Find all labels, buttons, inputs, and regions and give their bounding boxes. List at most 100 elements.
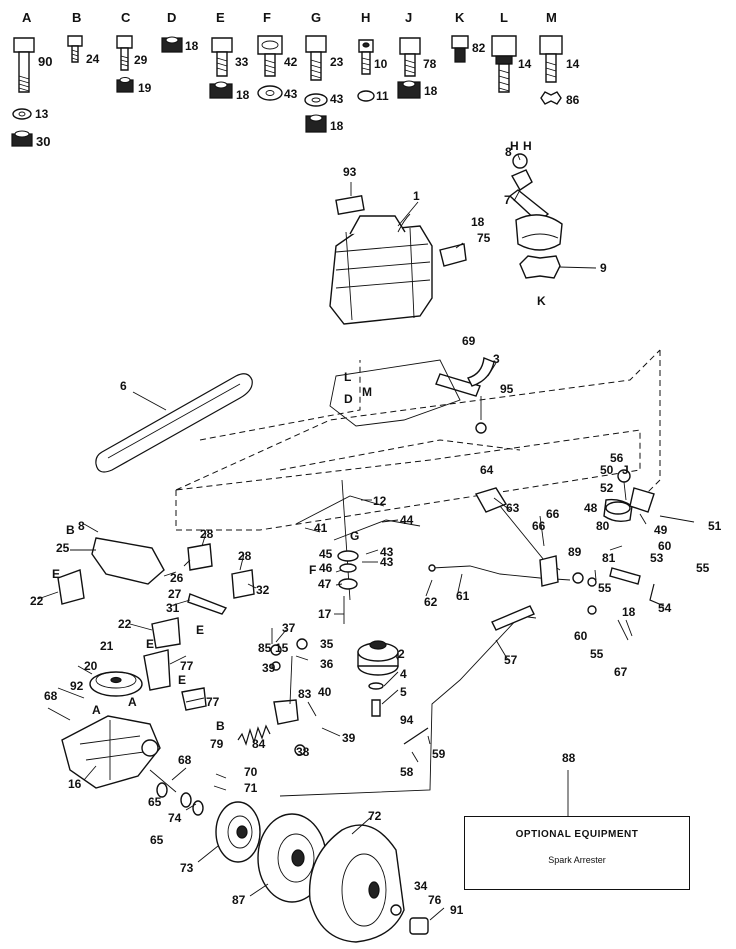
- callout: 64: [480, 463, 494, 477]
- callout: 60: [658, 539, 672, 553]
- part-number: 82: [472, 41, 486, 55]
- part-number: 11: [376, 89, 389, 103]
- callout: 95: [500, 382, 514, 396]
- callout: 28: [200, 527, 214, 541]
- callout: 28: [238, 549, 252, 563]
- callout: 62: [424, 595, 438, 609]
- lock-washer-icon: [357, 90, 375, 102]
- bolt-icon: [305, 35, 327, 81]
- hardware-header: M: [546, 10, 557, 25]
- hardware-header: J: [405, 10, 412, 25]
- hardware-header: K: [455, 10, 465, 25]
- callout: 2: [398, 647, 405, 661]
- callout: 55: [598, 581, 612, 595]
- bolt-icon: [451, 35, 469, 63]
- bracket-shape: [187, 543, 213, 571]
- callout: 94: [400, 713, 414, 727]
- callout: 77: [206, 695, 220, 709]
- callout: 34: [414, 879, 428, 893]
- washer-icon: [296, 638, 308, 650]
- part-number: 14: [518, 57, 532, 71]
- callout: E: [178, 673, 186, 687]
- washer-icon: [180, 792, 192, 808]
- washer-icon: [390, 904, 402, 916]
- part-number: 13: [35, 107, 49, 121]
- callout: 66: [532, 519, 546, 533]
- callout: 71: [244, 781, 258, 795]
- belt-shape: [95, 373, 253, 473]
- clutch-bracket-shape: [273, 699, 299, 725]
- callout: E: [196, 623, 204, 637]
- callout: 8: [505, 145, 512, 159]
- callout: 65: [150, 833, 164, 847]
- part-number: 18: [424, 84, 438, 98]
- bolt-icon: [47, 596, 345, 793]
- callout: A: [92, 703, 101, 717]
- bolt-icon: [491, 35, 517, 93]
- part-number: 24: [86, 52, 100, 66]
- callout: 56: [610, 451, 624, 465]
- callout: 55: [590, 647, 604, 661]
- callout: 6: [120, 379, 127, 393]
- callout: 63: [506, 501, 520, 515]
- part-number: 18: [330, 119, 344, 133]
- callout: 1: [413, 189, 420, 203]
- callout: 5: [400, 685, 407, 699]
- bolt-icon: [257, 35, 283, 77]
- callout: E: [52, 567, 60, 581]
- nut-icon: [11, 130, 33, 147]
- callout: 49: [654, 523, 668, 537]
- washer-hole-icon: [265, 90, 275, 96]
- callout: 26: [170, 571, 184, 585]
- callout: 76: [428, 893, 442, 907]
- bracket-shape: [181, 687, 207, 711]
- clutch-rod: [289, 655, 293, 705]
- part-number: 19: [138, 81, 152, 95]
- callout: 77: [180, 659, 194, 673]
- callout: 79: [210, 737, 224, 751]
- nut-icon: [209, 81, 233, 99]
- hardware-headers: A B C D E F G H J K L M: [22, 10, 557, 25]
- optional-equipment-item: Spark Arrester: [548, 855, 606, 865]
- spring-icon: [237, 724, 271, 746]
- hardware-header: A: [22, 10, 32, 25]
- callout: 43: [380, 555, 394, 569]
- callout: 58: [400, 765, 414, 779]
- washer-hole-icon: [311, 97, 321, 103]
- star-washer-icon: [540, 91, 562, 105]
- callout: A: [128, 695, 137, 709]
- callout: F: [309, 563, 316, 577]
- callout: 38: [296, 745, 310, 759]
- callout: 70: [244, 765, 258, 779]
- callout: 16: [68, 777, 82, 791]
- callout: K: [537, 294, 546, 308]
- callout: 43: [380, 545, 394, 559]
- cable-end: [403, 727, 429, 745]
- hardware-header: F: [263, 10, 271, 25]
- bracket-shape: [231, 569, 255, 599]
- part-number: 42: [284, 55, 298, 69]
- callout: 31: [166, 601, 180, 615]
- callout: 52: [600, 481, 614, 495]
- callout: 9: [600, 261, 607, 275]
- hardware-header: D: [167, 10, 176, 25]
- callout: 57: [504, 653, 518, 667]
- leader-lines: [37, 154, 695, 921]
- callout: 60: [574, 629, 588, 643]
- optional-equipment-box: OPTIONAL EQUIPMENT Spark Arrester: [464, 816, 690, 890]
- callout: 69: [462, 334, 476, 348]
- hardware-numbers: 90 13 30 24 29 19 18 33 18 42 43 23 43 1…: [35, 39, 580, 149]
- callout: 68: [44, 689, 58, 703]
- hardware-header: G: [311, 10, 321, 25]
- lever-shape: [491, 605, 535, 631]
- part-number: 33: [235, 55, 249, 69]
- hardware-header: C: [121, 10, 131, 25]
- callout: 4: [400, 667, 407, 681]
- part-number: 14: [566, 57, 580, 71]
- callout: 87: [232, 893, 246, 907]
- callout: 39: [342, 731, 356, 745]
- callouts: 93 1 8 H H 7 18 75 9 K 69 3 95 6 L D M 6…: [30, 139, 722, 917]
- callout: 21: [100, 639, 114, 653]
- callout: 81: [602, 551, 616, 565]
- hardware-header: H: [361, 10, 370, 25]
